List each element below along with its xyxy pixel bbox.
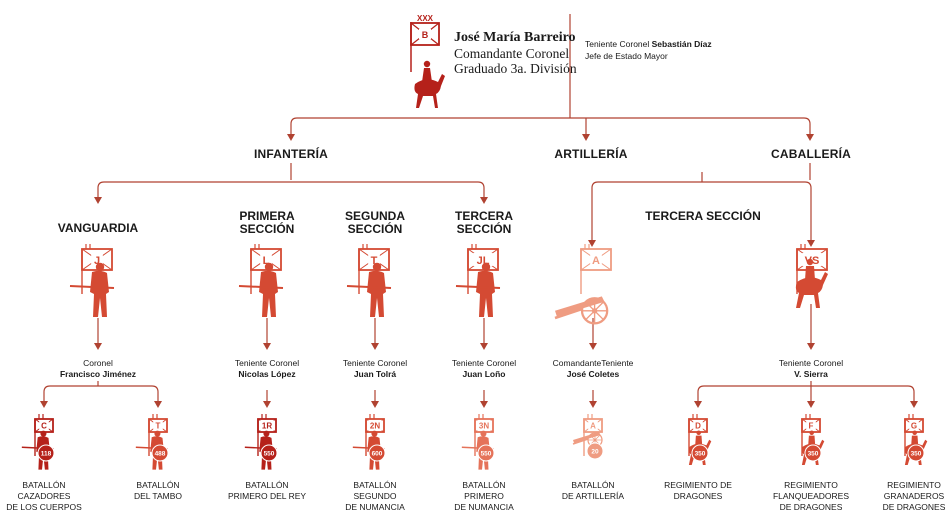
svg-text:T: T: [371, 255, 378, 267]
svg-text:A: A: [590, 422, 596, 431]
svg-text:F: F: [809, 422, 814, 431]
subunit-strength-7: 350: [808, 450, 819, 457]
subunit-strength-2: 550: [264, 450, 275, 457]
svg-text:T: T: [156, 422, 161, 431]
branch-infantry: INFANTERÍA: [254, 147, 328, 161]
subunit-icon-2: 1R 550: [244, 414, 278, 470]
subunit-line2: DE ARTILLERÍA: [561, 491, 625, 501]
infantry-soldier-icon-1: L: [238, 244, 284, 317]
subunit-line2: FLANQUEADORES: [772, 491, 850, 501]
subunit-line1: BATALLÓN: [136, 480, 180, 490]
branch-artillery: ARTILLERÍA: [554, 147, 628, 161]
mounted-officer-icon: XXX B: [410, 14, 445, 108]
subunit-strength-6: 350: [695, 450, 706, 457]
subunit-line1: BATALLÓN: [353, 480, 397, 490]
cannon-icon-4: A: [554, 244, 612, 325]
subunit-icon-3: 2N 600: [352, 414, 386, 470]
hq-title-line2: Graduado 3a. División: [454, 61, 577, 76]
infantry-soldier-icon-3: JL: [455, 244, 501, 317]
mounted-officer-icon-5: VS: [795, 244, 828, 308]
subunit-line1: REGIMIENTO: [887, 480, 941, 490]
hq-flag-top: XXX: [417, 14, 434, 23]
hq-commander-name: José María Barreiro: [454, 30, 576, 45]
subunit-line2: PRIMERO DEL REY: [227, 491, 307, 501]
subunit-icon-0: C 118: [21, 414, 55, 470]
subunit-icon-5: A 20: [572, 414, 604, 460]
subunit-icon-8: G 350: [904, 414, 928, 465]
subunit-line3: DE DRAGONES: [779, 502, 843, 512]
svg-text:C: C: [41, 422, 47, 431]
svg-text:1R: 1R: [262, 422, 272, 431]
subunit-line2: DEL TAMBO: [133, 491, 183, 501]
subunit-line3: DE NUMANCIA: [345, 502, 405, 512]
subunit-icon-7: F 350: [801, 414, 825, 465]
subunit-strength-3: 600: [372, 450, 383, 457]
subunit-line1: BATALLÓN: [571, 480, 615, 490]
subunit-strength-8: 350: [911, 450, 922, 457]
subunit-line2: PRIMERO: [464, 491, 504, 501]
subunit-line3: DE NUMANCIA: [454, 502, 514, 512]
svg-text:A: A: [592, 255, 600, 267]
subunit-line1: REGIMIENTO: [784, 480, 838, 490]
infantry-soldier-icon-2: T: [346, 244, 392, 317]
subunit-line2: GRANADEROS: [883, 491, 945, 501]
svg-text:G: G: [911, 422, 917, 431]
subunit-line2: SEGUNDO: [353, 491, 397, 501]
subunit-line1: BATALLÓN: [245, 480, 289, 490]
subunit-line3: DE LOS CUERPOS: [6, 502, 82, 512]
subunit-icon-4: 3N 550: [461, 414, 495, 470]
subunit-strength-5: 20: [591, 448, 599, 455]
subunit-line1: REGIMIENTO DE: [664, 480, 732, 490]
branch-cavalry: CABALLERÍA: [771, 147, 851, 161]
svg-text:L: L: [263, 255, 270, 267]
staff-line2: Jefe de Estado Mayor: [585, 51, 668, 61]
subunit-icon-6: D 350: [688, 414, 712, 465]
unit-title-tercera-seccion: TERCERA SECCIÓN: [645, 209, 761, 223]
subunit-line2: DRAGONES: [673, 491, 723, 501]
subunit-line3: DE DRAGONES: [882, 502, 946, 512]
staff-line1: Teniente Coronel Sebastián Díaz: [585, 39, 712, 49]
hq-title-line1: Comandante Coronel: [454, 46, 570, 61]
subunit-line2: CAZADORES: [17, 491, 71, 501]
svg-text:J: J: [94, 255, 100, 267]
subunit-strength-1: 488: [155, 450, 166, 457]
infantry-soldier-icon-0: J: [69, 244, 115, 317]
subunit-line1: BATALLÓN: [462, 480, 506, 490]
subunit-line1: BATALLÓN: [22, 480, 66, 490]
subunit-icon-1: T 488: [135, 414, 169, 470]
unit-title-vanguardia: VANGUARDIA: [57, 221, 139, 235]
svg-text:D: D: [695, 422, 701, 431]
hq-flag-letter: B: [422, 30, 429, 40]
svg-text:3N: 3N: [479, 422, 489, 431]
subunit-strength-0: 118: [41, 450, 52, 457]
subunit-strength-4: 550: [481, 450, 492, 457]
svg-text:2N: 2N: [370, 422, 380, 431]
